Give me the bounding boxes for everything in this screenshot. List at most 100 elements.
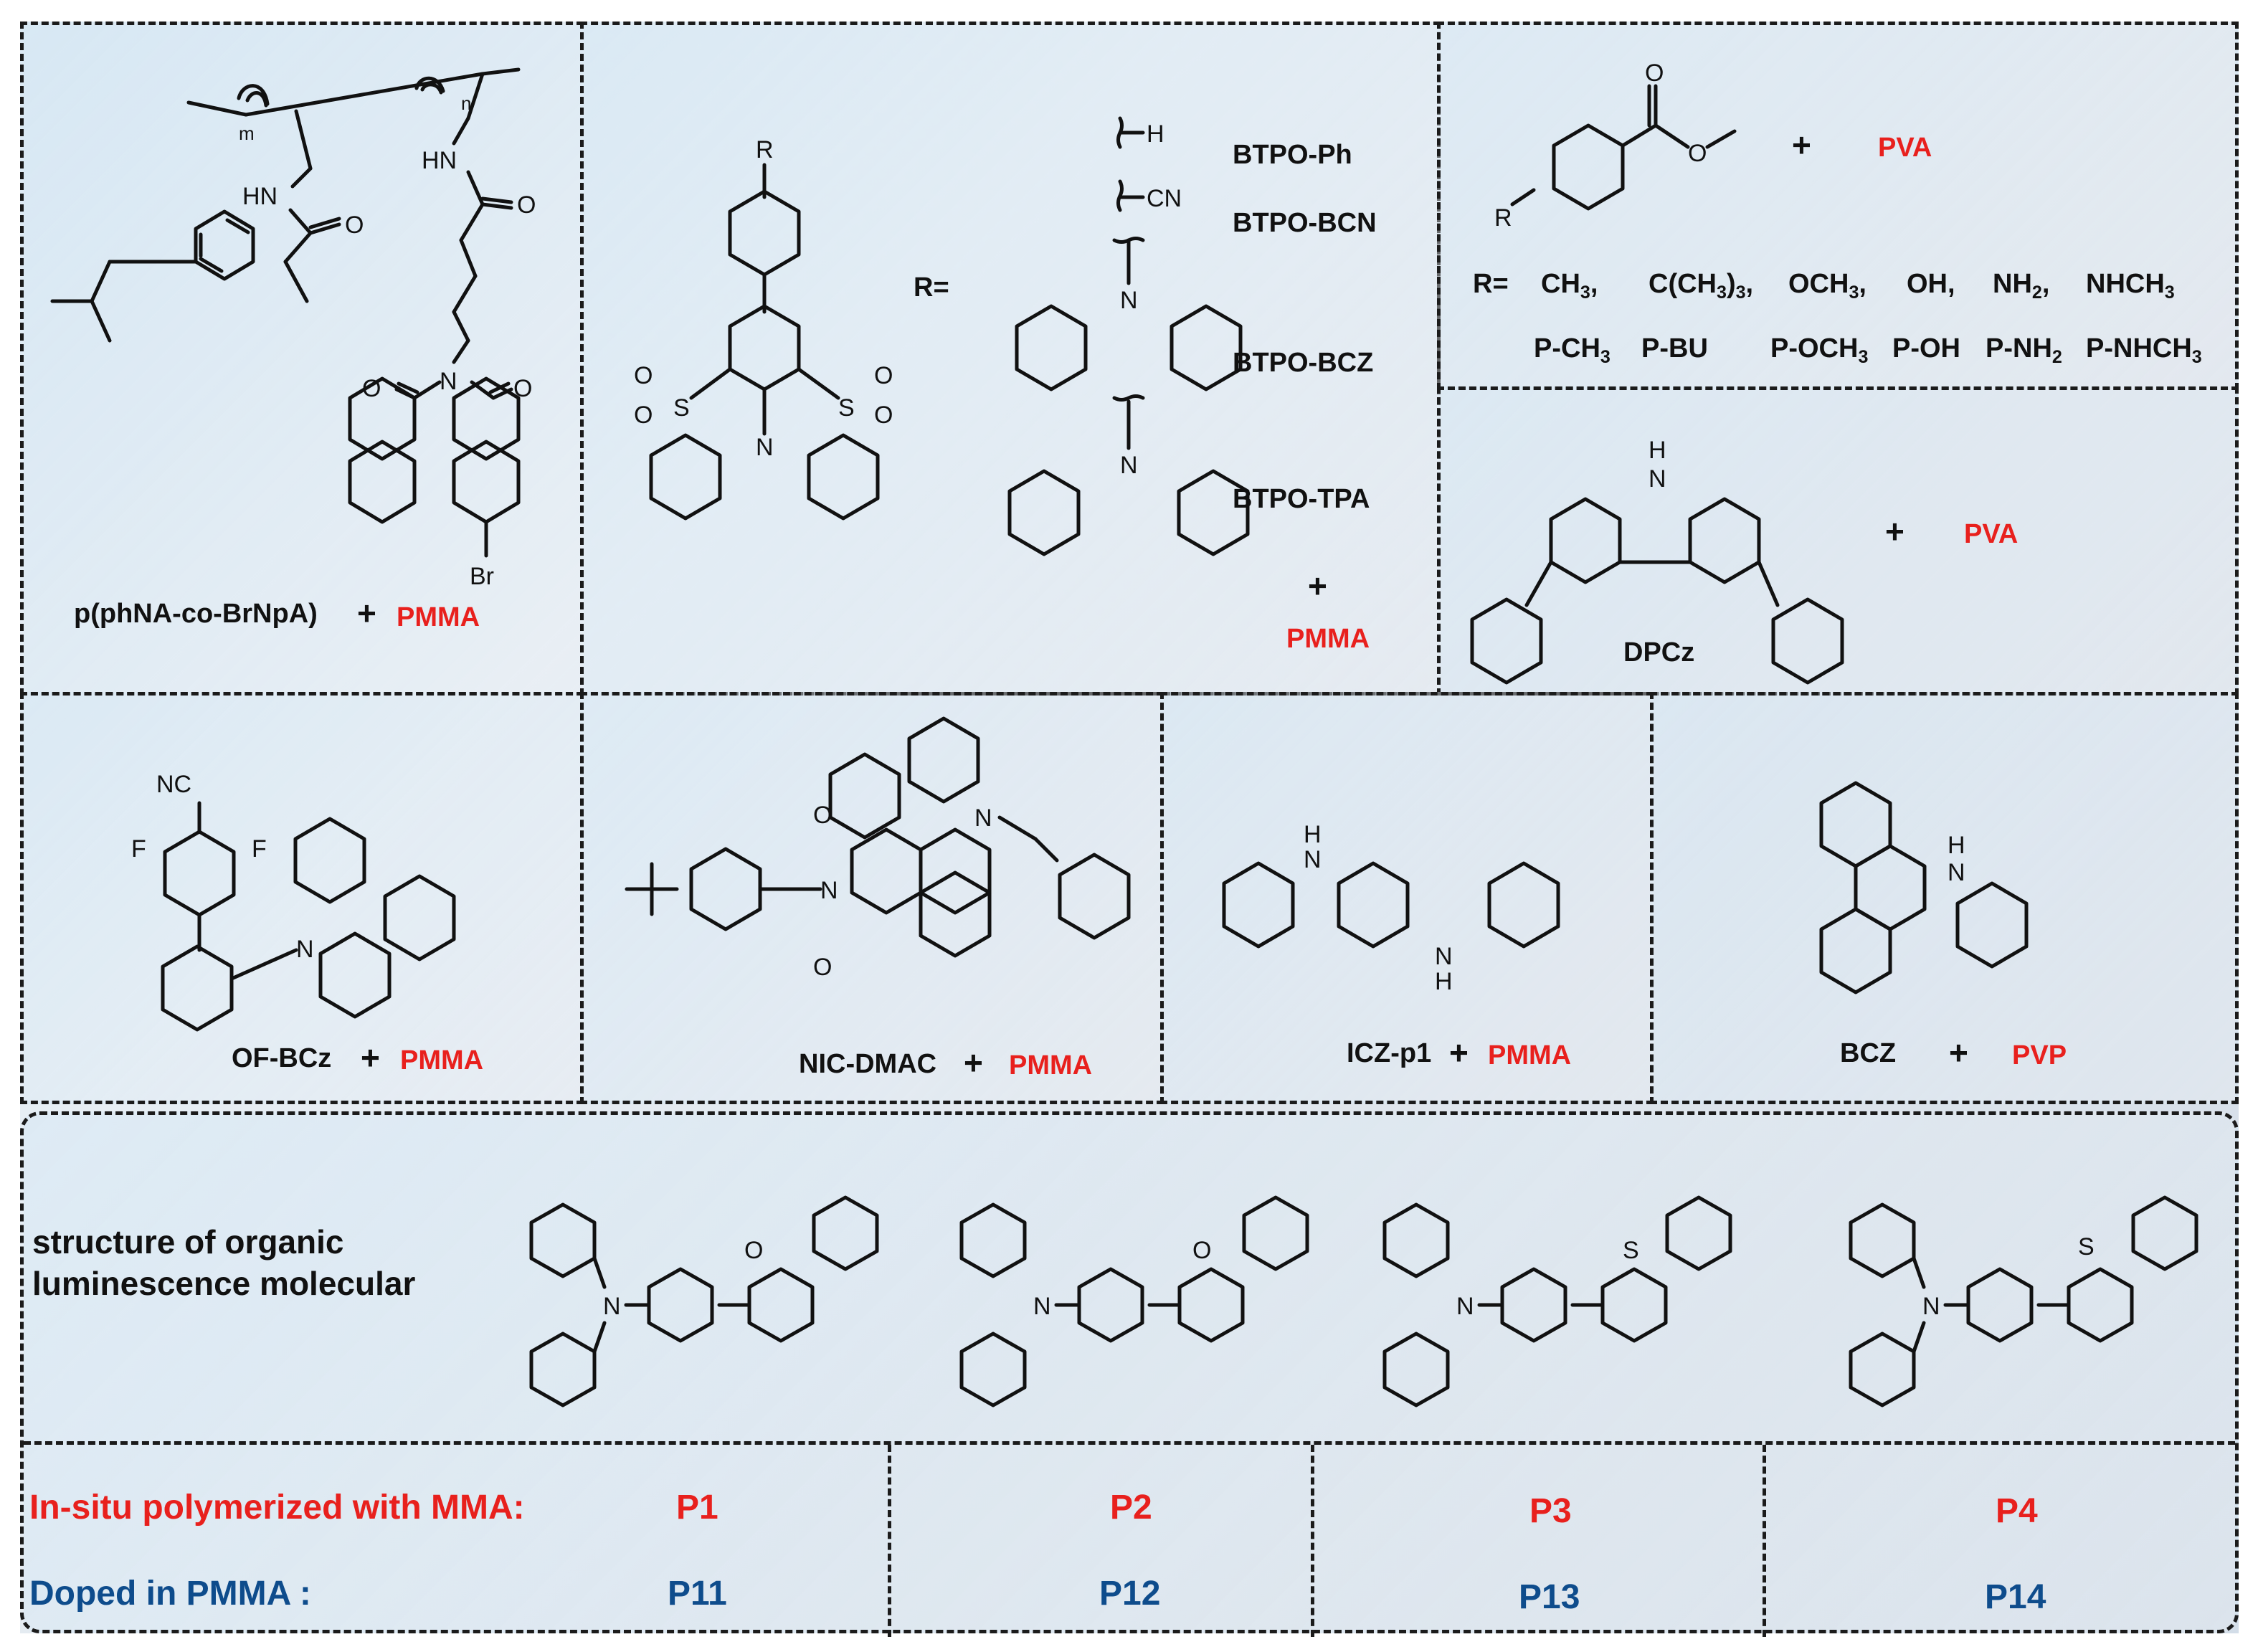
table-divider-2 (1311, 1445, 1314, 1637)
nc-label: NC (156, 771, 191, 798)
product-p-och3: P-OCH3 (1770, 333, 1869, 368)
panel-icz-p1: H N N H ICZ-p1 + PMMA (1160, 692, 1654, 1104)
amine-nitrogen-p4: N (1922, 1293, 1940, 1320)
imide-nitrogen: N (820, 877, 838, 904)
amine-nitrogen: N (1120, 452, 1138, 479)
bromine-label: Br (470, 563, 494, 590)
r-atom-label: R (756, 136, 774, 163)
plus-sign: + (357, 594, 376, 632)
carbazole-nitrogen-p3: N (1456, 1293, 1474, 1320)
hydrogen-label-top: H (1304, 821, 1322, 848)
oxygen-label-2: O (634, 402, 653, 429)
matrix-label-pmma: PMMA (1009, 1050, 1093, 1081)
oxygen-label-right: O (517, 191, 536, 219)
substituent-ch3: CH3, (1541, 269, 1598, 303)
molecule-p4-structure: N S (1849, 1195, 2198, 1407)
cell-p4: P4 (1996, 1492, 2038, 1530)
panel-dpcz: H N + PVA DPCz (1437, 386, 2239, 696)
cell-p1: P1 (676, 1489, 718, 1527)
bcz-structure: H N (1819, 781, 2029, 994)
nitrogen-label: N (756, 434, 774, 461)
product-p-ch3: P-CH3 (1534, 333, 1611, 368)
panel-luminescence: structure of organic luminescence molecu… (20, 1111, 2239, 1637)
molecule-p2-structure: N O (959, 1195, 1309, 1407)
plus-sign: + (1449, 1034, 1469, 1071)
fluorine-label-right: F (252, 835, 267, 863)
of-bcz-structure: NC F F N (131, 771, 456, 1032)
nic-dmac-structure: N O O N (625, 716, 1131, 981)
r-prefix: R= (914, 272, 949, 303)
amine-nitrogen-p1: N (603, 1293, 621, 1320)
dpcz-structure: H N (1470, 437, 1844, 685)
product-p-oh: P-OH (1892, 333, 1960, 364)
variant-label-btpo-bcz: BTPO-BCZ (1233, 348, 1374, 378)
oxygen-label-bottom: O (813, 954, 832, 981)
subscript-m: m (239, 123, 255, 144)
product-p-bu: P-BU (1641, 333, 1708, 364)
panel-polymer: m n HN O HN O (20, 22, 584, 696)
substituent-nhch3: NHCH3 (2086, 269, 2175, 303)
substituent-cn: CN (1147, 185, 1182, 212)
variant-label-btpo-bcn: BTPO-BCN (1233, 208, 1377, 238)
panel-of-bcz: NC F F N OF-BCz + PMMA (20, 692, 584, 1104)
matrix-label-pmma: PMMA (1286, 624, 1370, 654)
oxygen-label-3: O (874, 362, 893, 389)
panel-btpo: R S S O O O O N R= H CN (580, 22, 1441, 696)
carbazole-nitrogen: N (296, 936, 314, 963)
compound-label-dpcz: DPCz (1623, 637, 1695, 668)
cell-p12: P12 (1099, 1575, 1161, 1613)
plus-sign: + (361, 1039, 380, 1076)
matrix-label-pmma: PMMA (397, 602, 480, 632)
panel-benzoate: R O O + PVA R= CH3, C(CH3)3, OCH3, OH, N… (1437, 22, 2239, 390)
table-divider-3 (1763, 1445, 1766, 1637)
substituent-oh: OH, (1907, 269, 1955, 299)
variant-label-btpo-ph: BTPO-Ph (1233, 140, 1352, 170)
r-atom-label: R (1494, 204, 1512, 232)
cell-p2: P2 (1110, 1489, 1152, 1527)
panel-nic-dmac: N O O N NIC-DMAC + PMMA (580, 692, 1164, 1104)
hn-label-left: HN (242, 183, 277, 210)
row-label-doped: Doped in PMMA : (29, 1575, 311, 1613)
cell-p14: P14 (1985, 1578, 2046, 1616)
r-prefix: R= (1473, 269, 1509, 299)
furan-oxygen-p2: O (1192, 1237, 1211, 1264)
carbazole-nitrogen-p2: N (1033, 1293, 1051, 1320)
plus-sign: + (1885, 513, 1904, 550)
compound-label-icz-p1: ICZ-p1 (1347, 1038, 1432, 1068)
benzoate-structure: R O O (1494, 60, 1737, 232)
substituent-tbu: C(CH3)3, (1649, 269, 1754, 303)
section-title-line1: structure of organic (32, 1223, 344, 1261)
ester-oxygen: O (1688, 140, 1707, 167)
row-label-in-situ: In-situ polymerized with MMA: (29, 1489, 525, 1527)
result-table: In-situ polymerized with MMA: Doped in P… (24, 1441, 2235, 1637)
thiophene-sulfur-p3: S (1623, 1237, 1639, 1264)
sulfur-label-left: S (673, 394, 690, 422)
product-p-nh2: P-NH2 (1986, 333, 2062, 368)
nitrogen-label-top: N (1304, 846, 1322, 873)
plus-sign: + (1949, 1034, 1968, 1071)
hydrogen-label-bottom: H (1435, 968, 1453, 995)
plus-sign: + (1308, 567, 1327, 604)
compound-label-phna: p(phNA-co-BrNpA) (74, 599, 318, 629)
oxygen-label-1: O (634, 362, 653, 389)
oxygen-label-4: O (874, 402, 893, 429)
product-p-nhch3: P-NHCH3 (2086, 333, 2202, 368)
hydrogen-label: H (1948, 832, 1965, 859)
carbonyl-oxygen: O (1645, 60, 1664, 87)
hn-label-right: HN (422, 147, 457, 174)
nitrogen-label-bottom: N (1435, 943, 1453, 970)
figure-canvas: m n HN O HN O (20, 22, 2239, 1637)
molecule-p1-structure: N O (529, 1195, 879, 1407)
cell-p11: P11 (668, 1575, 727, 1613)
matrix-label-pmma: PMMA (400, 1045, 484, 1076)
subscript-n: n (461, 92, 471, 114)
btpo-core-structure: R S S O O O O N (634, 136, 893, 521)
carbazole-nitrogen: N (1120, 287, 1138, 314)
polymer-structure: m n HN O HN O (50, 67, 536, 590)
substituent-h: H (1147, 120, 1164, 148)
matrix-label-pva: PVA (1878, 133, 1932, 163)
imide-nitrogen-label: N (440, 368, 457, 395)
sulfur-label-right: S (838, 394, 855, 422)
compound-label-bcz: BCZ (1840, 1038, 1897, 1068)
nh-hydrogen: H (1649, 437, 1666, 464)
